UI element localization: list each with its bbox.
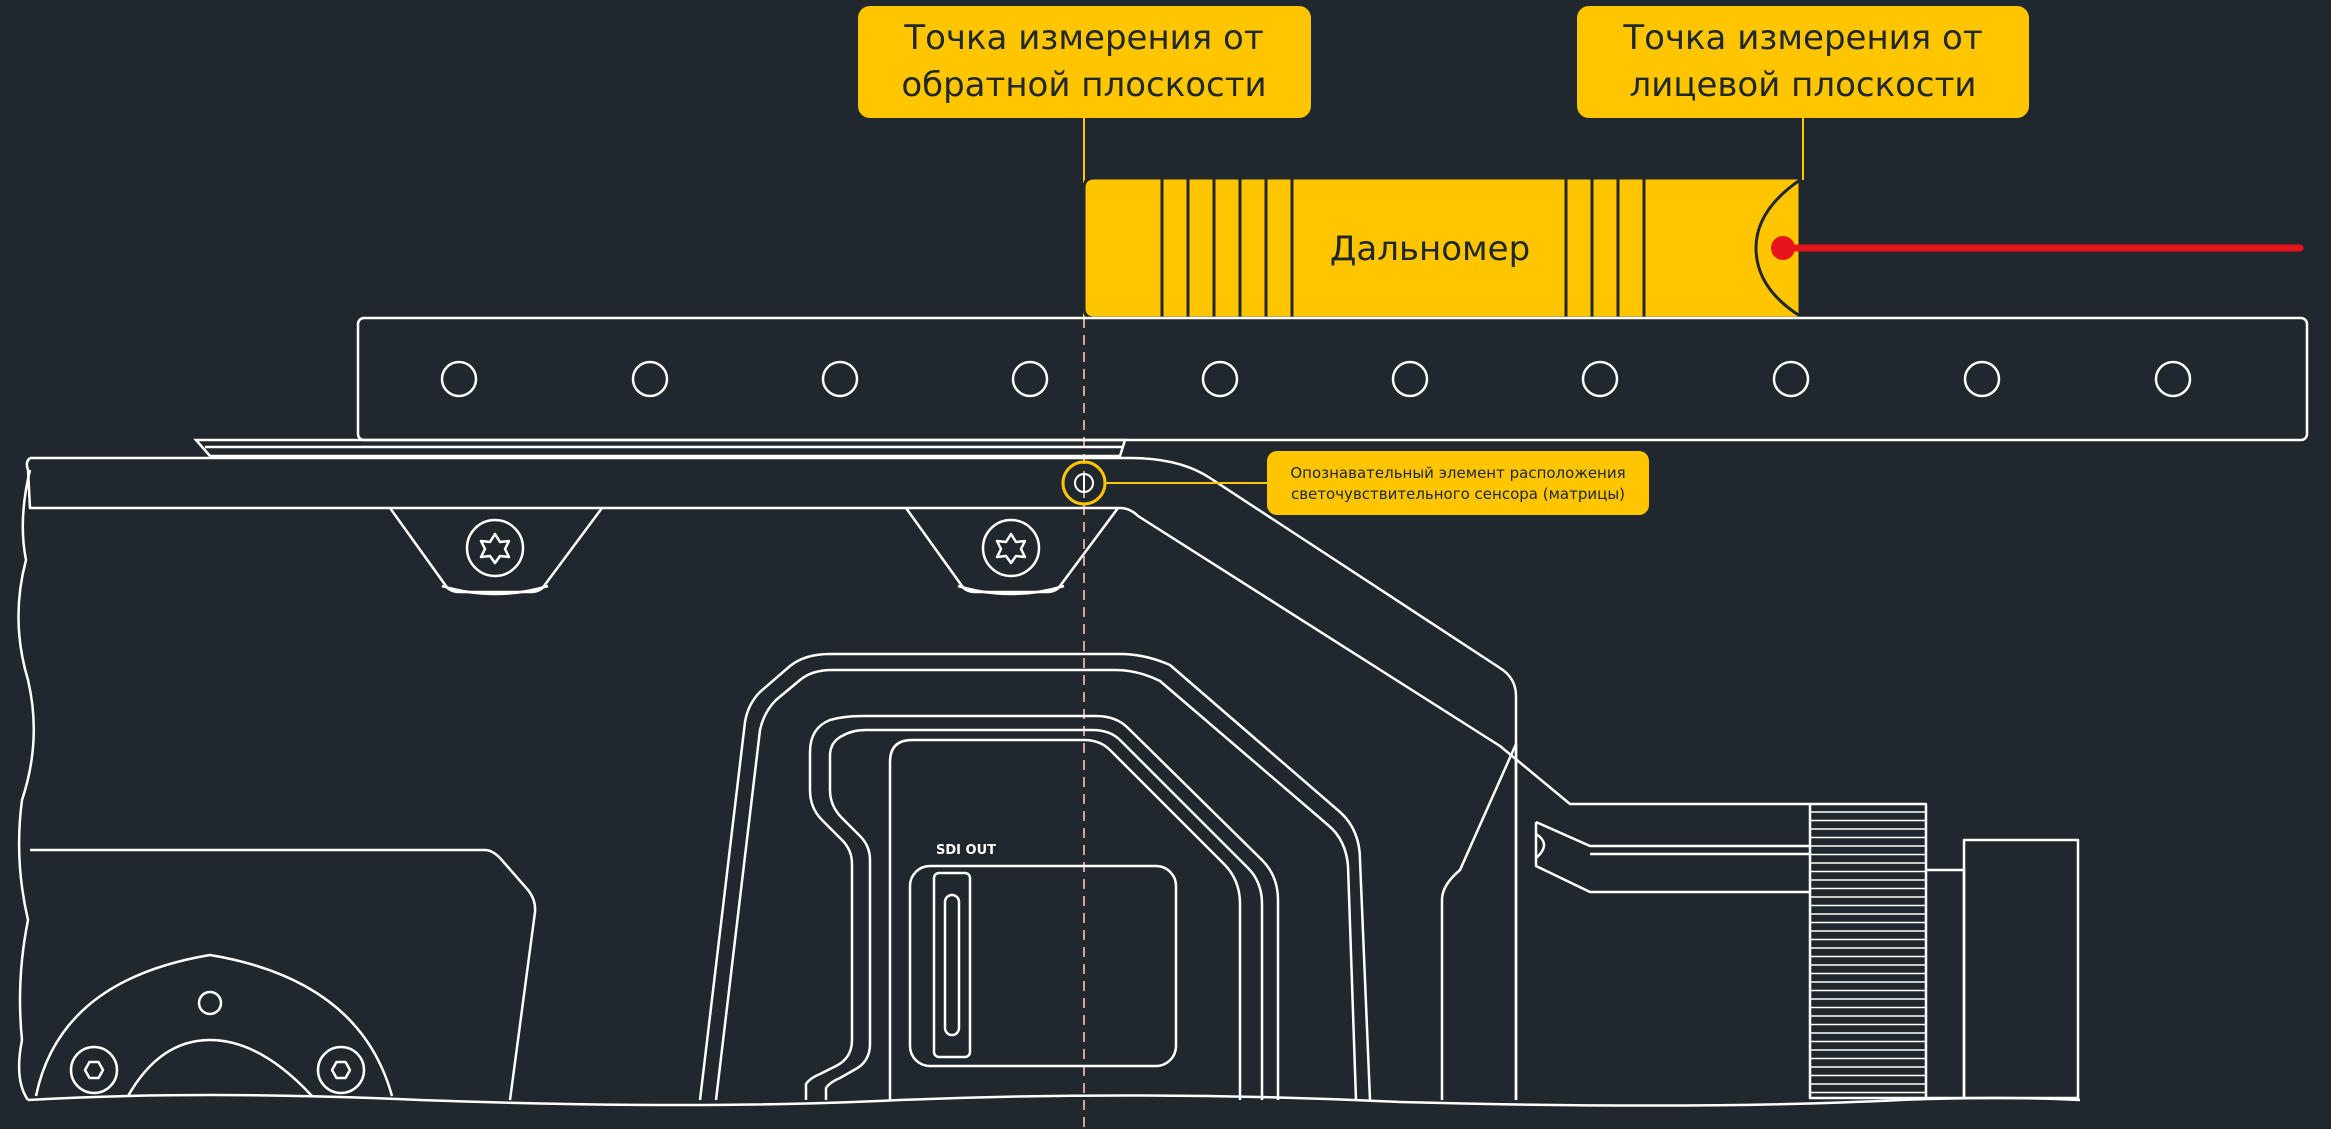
rangefinder-label: Дальномер bbox=[1330, 229, 1530, 269]
rail-hole bbox=[631, 360, 669, 398]
sensor-highlight-ring bbox=[1061, 460, 1107, 506]
rail-hole bbox=[1201, 360, 1239, 398]
knurled-focus-ring bbox=[1808, 802, 1928, 1100]
rangefinder-lens bbox=[1754, 178, 1801, 318]
sdi-connector-slot bbox=[943, 893, 961, 1037]
sensor-callout-line1: Опознавательный элемент расположения bbox=[1290, 464, 1625, 482]
knurl-lines bbox=[1810, 811, 1926, 1094]
mount-bracket-right-base bbox=[957, 584, 1065, 596]
rail-hole bbox=[1391, 360, 1429, 398]
dial-center-hole bbox=[197, 990, 223, 1016]
torx-screw-icon bbox=[479, 532, 511, 565]
laser-dot-icon bbox=[1771, 236, 1795, 260]
callout-back-plane-line1: Точка измерения от bbox=[903, 18, 1263, 58]
body-left-cut bbox=[17, 469, 36, 1101]
sdi-connector bbox=[932, 871, 972, 1059]
hex-screw-icon bbox=[69, 1045, 119, 1095]
callout-front-plane-line2: лицевой плоскости bbox=[1629, 65, 1976, 105]
rail-hole bbox=[1581, 360, 1619, 398]
rangefinder-grip-right bbox=[1564, 178, 1646, 318]
port-housing-middle-2 bbox=[824, 728, 1264, 1100]
sensor-callout-line2: светочувствительного сенсора (матрицы) bbox=[1291, 485, 1625, 503]
rail-hole bbox=[1963, 360, 2001, 398]
rail-plate bbox=[356, 316, 2309, 442]
rail-hole bbox=[821, 360, 859, 398]
lens-tube-tip bbox=[1535, 832, 1546, 859]
callout-front-plane-box bbox=[1577, 6, 2029, 118]
right-side-panel bbox=[1440, 742, 1518, 1100]
left-side-panel bbox=[30, 848, 537, 1101]
sdi-out-label: SDI OUT bbox=[936, 843, 996, 858]
callout-front-plane-line1: Точка измерения от bbox=[1622, 18, 1982, 58]
port-housing-inner bbox=[888, 738, 1242, 1100]
hex-screw-icon bbox=[316, 1045, 366, 1095]
rangefinder: Дальномер bbox=[1082, 176, 2304, 320]
dial-inner-arc bbox=[126, 1038, 313, 1097]
sensor-callout-box bbox=[1267, 451, 1649, 515]
rail-hole bbox=[1011, 360, 1049, 398]
camera-body bbox=[17, 456, 2081, 1107]
port-housing-outer-2 bbox=[714, 668, 1358, 1101]
body-top-edge bbox=[30, 456, 1518, 1100]
torx-screw-icon bbox=[981, 518, 1041, 578]
lens-barrel-step bbox=[1926, 868, 1966, 1100]
lens-tube bbox=[1534, 822, 1810, 894]
lens-barrel bbox=[1962, 838, 2080, 1100]
dial-housing bbox=[34, 953, 394, 1097]
torx-screw-icon bbox=[995, 532, 1027, 565]
port-housing-middle bbox=[804, 714, 1280, 1100]
hex-screw-icon bbox=[83, 1060, 105, 1080]
callout-back-plane-line2: обратной плоскости bbox=[901, 65, 1266, 105]
port-housing-outer bbox=[698, 652, 1372, 1101]
rail-hole bbox=[2154, 360, 2192, 398]
hex-screw-icon bbox=[330, 1060, 352, 1080]
rangefinder-grip-left bbox=[1160, 178, 1294, 318]
rail-foot bbox=[193, 438, 1127, 458]
callout-back-plane: Точка измерения от обратной плоскости bbox=[858, 6, 1311, 320]
rail-hole bbox=[440, 360, 478, 398]
lens-tube-upper bbox=[1535, 820, 1810, 848]
callout-front-plane: Точка измерения от лицевой плоскости bbox=[1577, 6, 2029, 180]
rail-hole bbox=[1772, 360, 1810, 398]
callout-back-plane-box bbox=[858, 6, 1311, 118]
body-top-plate bbox=[25, 457, 1810, 806]
torx-screw-icon bbox=[465, 518, 525, 578]
mount-bracket-left-base bbox=[441, 584, 549, 596]
body-bottom-cut bbox=[27, 1093, 2081, 1107]
sdi-port-panel bbox=[908, 864, 1178, 1068]
mounting-rail bbox=[193, 316, 2309, 458]
sensor-mark-callout: Опознавательный элемент расположения све… bbox=[1061, 451, 1649, 515]
